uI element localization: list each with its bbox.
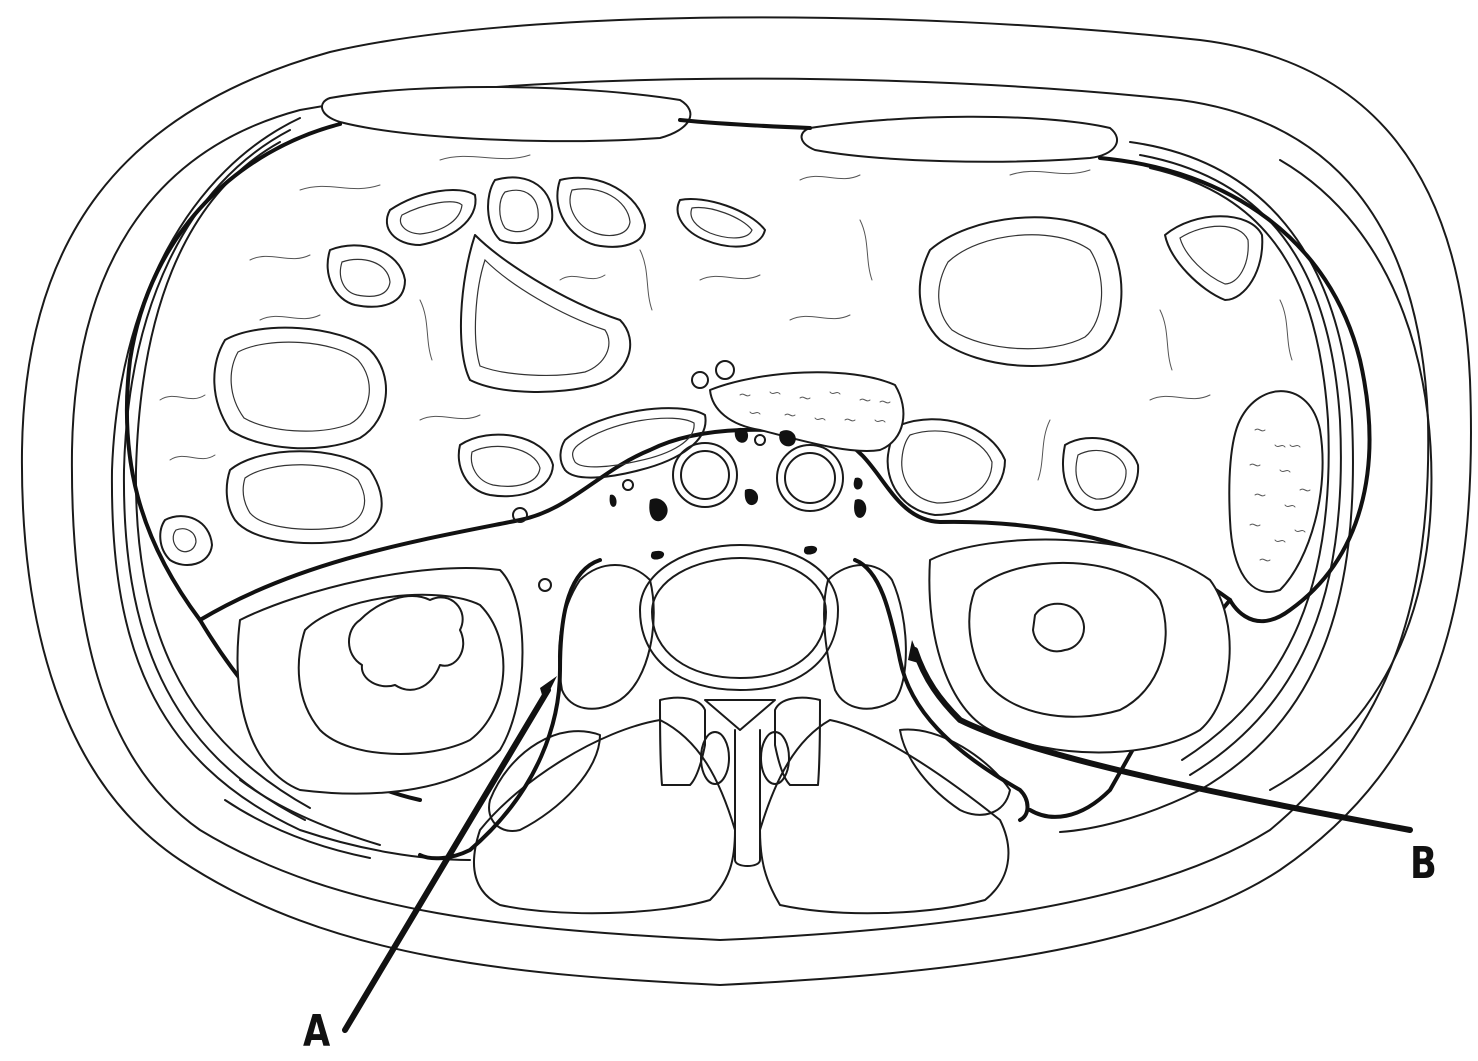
label-a: A [303,1010,330,1054]
psoas-muscles [559,565,906,709]
back-muscles [474,720,1010,913]
label-b: B [1410,842,1437,886]
spleen [1229,391,1322,592]
kidney-left-side [238,568,523,794]
vertebra [640,545,838,866]
rectus-muscles [322,87,1117,162]
kidney-right-side [929,540,1229,753]
duodenum [560,408,705,477]
